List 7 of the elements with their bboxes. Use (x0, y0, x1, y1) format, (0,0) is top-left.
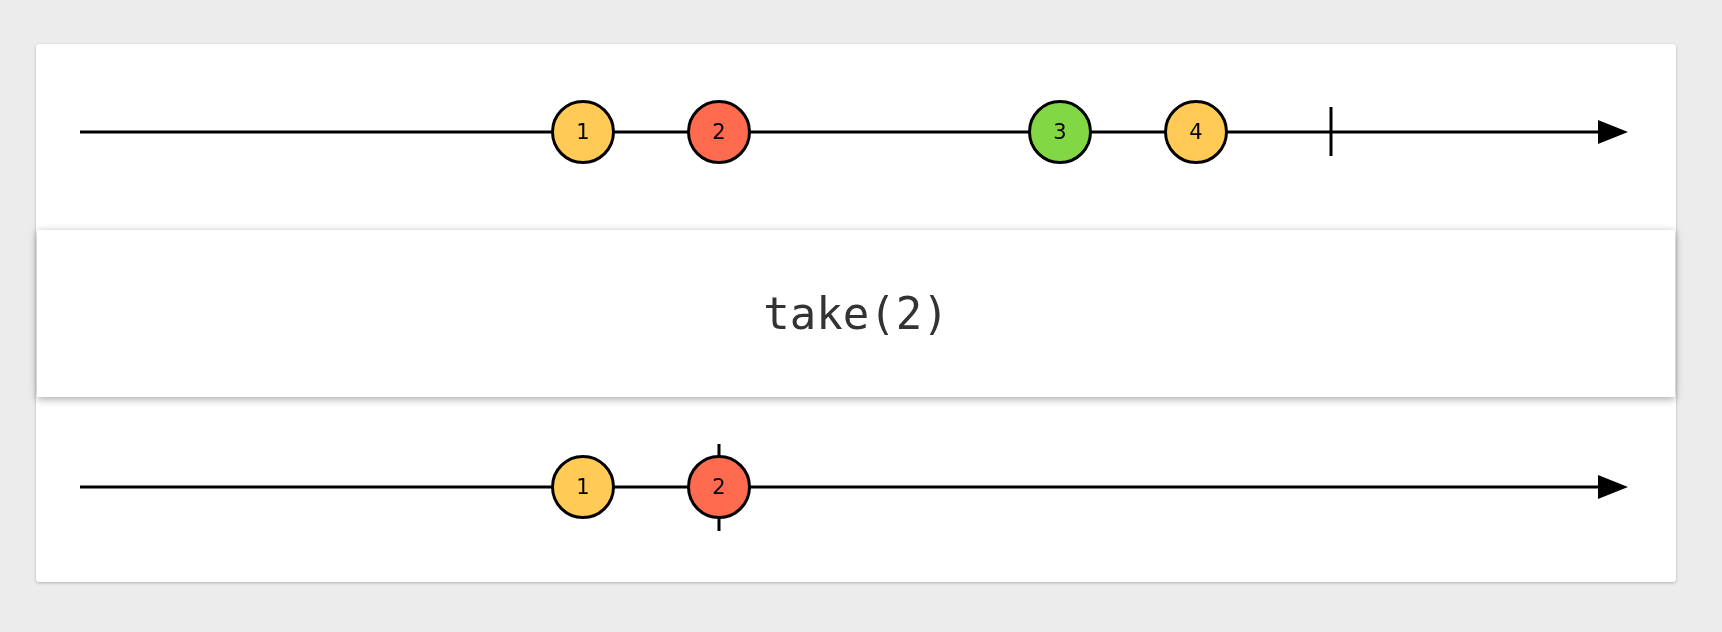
marble-circle: 4 (1164, 100, 1228, 164)
operator-box: take(2) (37, 230, 1675, 397)
marble-circle: 3 (1028, 100, 1092, 164)
marble-circle: 2 (687, 100, 751, 164)
marble-circle: 2 (687, 455, 751, 519)
marble-circle: 1 (551, 455, 615, 519)
marble-circle: 1 (551, 100, 615, 164)
